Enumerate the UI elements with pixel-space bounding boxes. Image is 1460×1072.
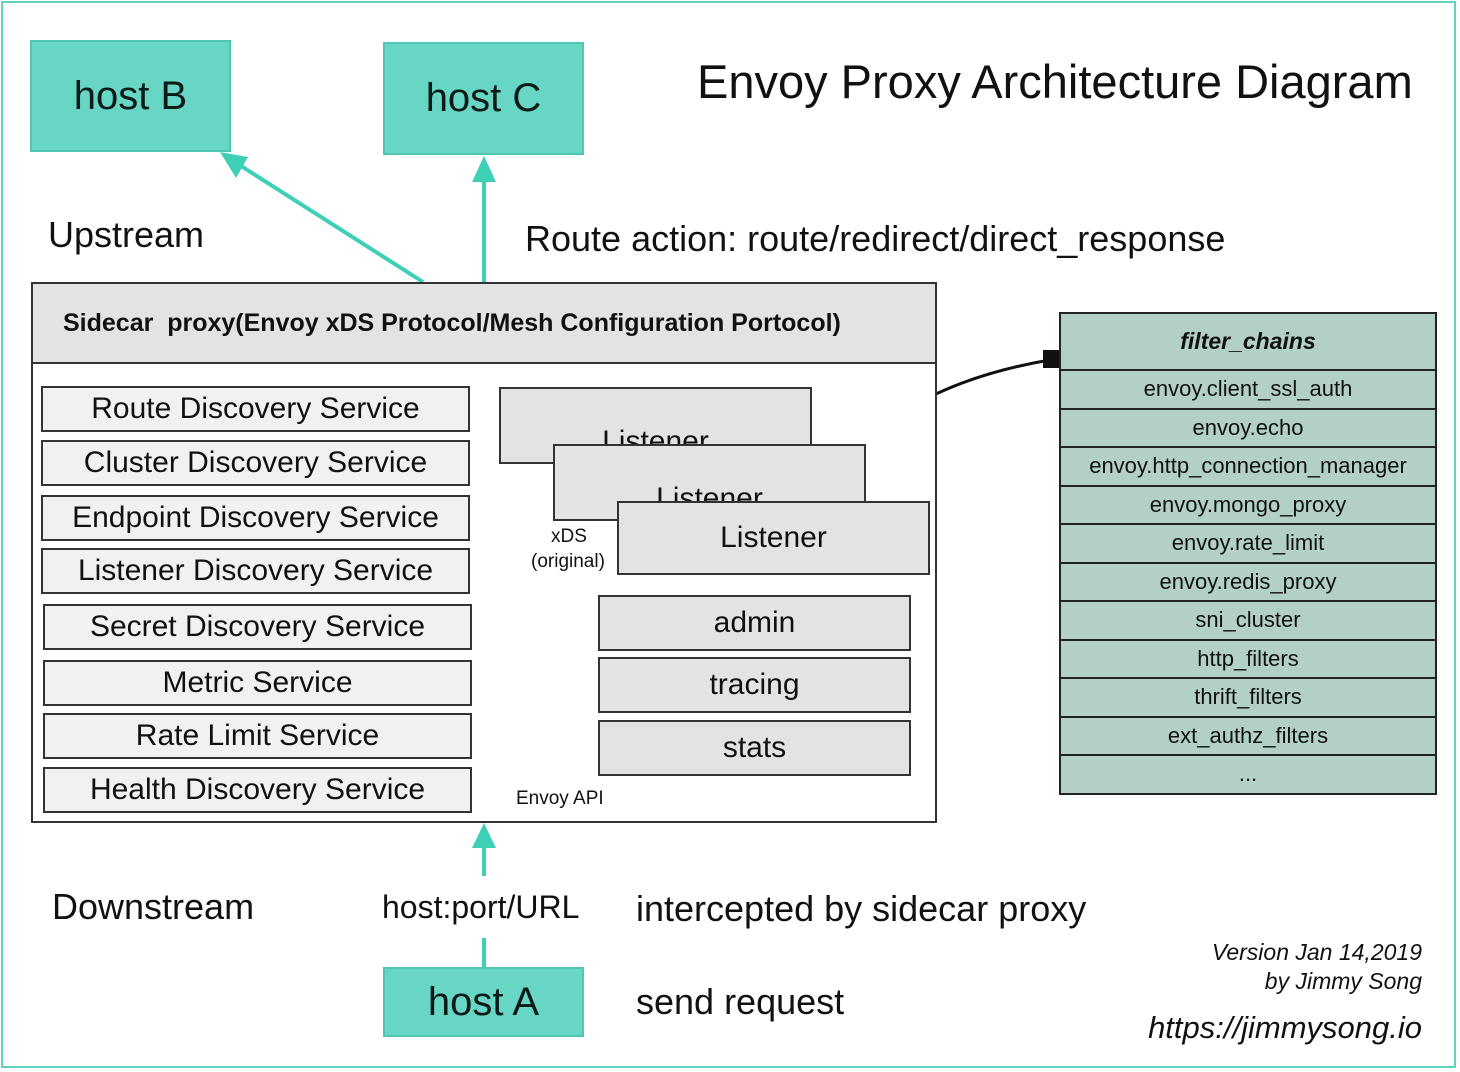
filter-item: envoy.echo (1061, 407, 1435, 447)
filter-chains-header: filter_chains (1180, 328, 1316, 354)
tracing-box: tracing (598, 657, 911, 713)
filter-item: envoy.client_ssl_auth (1061, 369, 1435, 408)
filter-item: sni_cluster (1061, 600, 1435, 639)
xds-label: xDS (551, 526, 587, 547)
service-route-discovery: Route Discovery Service (41, 386, 470, 432)
filter-item: envoy.http_connection_manager (1061, 446, 1435, 485)
arrow-to-host-b (236, 162, 425, 284)
xds-original-label: (original) (531, 551, 605, 572)
author-text: by Jimmy Song (1264, 968, 1422, 994)
intercepted-label: intercepted by sidecar proxy (636, 888, 1087, 929)
service-rate-limit: Rate Limit Service (43, 713, 472, 759)
upstream-label: Upstream (48, 214, 205, 255)
version-text: Version Jan 14,2019 (1211, 939, 1422, 965)
send-request-label: send request (636, 981, 845, 1022)
filter-item: thrift_filters (1061, 677, 1435, 716)
host-port-url-label: host:port/URL (382, 889, 580, 925)
stats-box: stats (598, 720, 911, 776)
downstream-label: Downstream (52, 886, 255, 927)
host-b-box: host B (30, 40, 231, 152)
filter-item: envoy.rate_limit (1061, 523, 1435, 562)
filter-item: ext_authz_filters (1061, 715, 1435, 755)
service-health-discovery: Health Discovery Service (43, 767, 472, 813)
site-url[interactable]: https://jimmysong.io (1148, 1010, 1422, 1045)
filter-item: envoy.mongo_proxy (1061, 484, 1435, 524)
filter-item: ... (1061, 754, 1435, 793)
service-metric: Metric Service (43, 660, 472, 706)
listener-box: Listener (617, 501, 930, 575)
sidecar-title: Sidecar proxy(Envoy xDS Protocol/Mesh Co… (33, 284, 935, 364)
host-c-box: host C (383, 42, 584, 155)
page-title: Envoy Proxy Architecture Diagram (697, 55, 1413, 108)
service-listener-discovery: Listener Discovery Service (41, 548, 470, 594)
route-action-label: Route action: route/redirect/direct_resp… (525, 218, 1226, 259)
filter-chains-table: filter_chains envoy.client_ssl_auth envo… (1059, 312, 1437, 795)
host-a-box: host A (383, 967, 584, 1037)
filter-item: http_filters (1061, 638, 1435, 678)
admin-box: admin (598, 595, 911, 651)
filter-item: envoy.redis_proxy (1061, 561, 1435, 601)
service-secret-discovery: Secret Discovery Service (43, 604, 472, 650)
service-cluster-discovery: Cluster Discovery Service (41, 440, 470, 486)
filter-chains-connector-end (1043, 350, 1059, 368)
envoy-api-label: Envoy API (516, 788, 604, 809)
service-endpoint-discovery: Endpoint Discovery Service (41, 495, 470, 541)
arrowhead-host-c (472, 156, 496, 182)
arrowhead-host-b (220, 152, 248, 178)
arrowhead-into-sidecar (472, 823, 496, 848)
